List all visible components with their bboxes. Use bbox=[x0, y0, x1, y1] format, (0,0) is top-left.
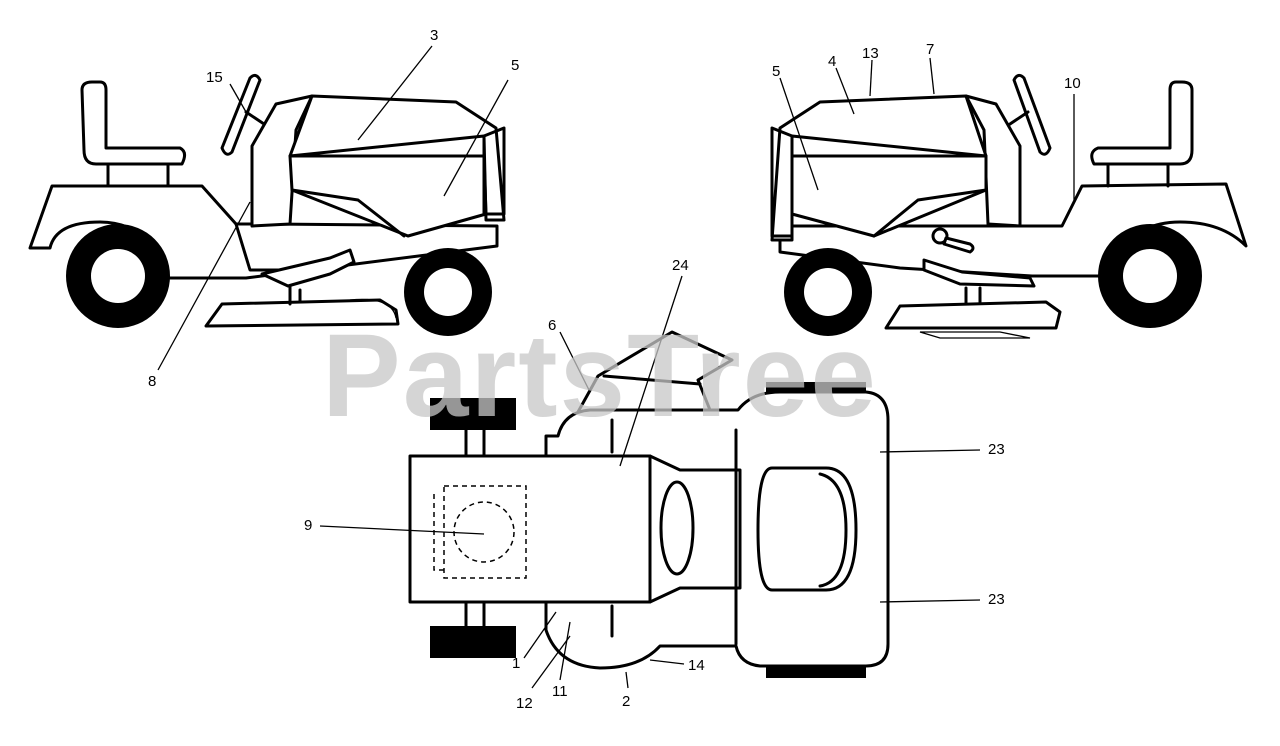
callout-12: 12 bbox=[516, 695, 533, 712]
callout-5-right: 5 bbox=[772, 63, 780, 80]
callout-15: 15 bbox=[206, 69, 223, 86]
top-hood-dome bbox=[756, 466, 858, 592]
callout-9: 9 bbox=[304, 517, 312, 534]
left-steering-wheel bbox=[220, 73, 262, 156]
left-side-tractor bbox=[28, 73, 506, 336]
callout-6: 6 bbox=[548, 317, 556, 334]
callout-14: 14 bbox=[688, 657, 705, 674]
callout-4: 4 bbox=[828, 53, 836, 70]
top-view-tractor bbox=[408, 330, 890, 678]
right-seat bbox=[1090, 80, 1194, 166]
partstree-watermark: PartsTree bbox=[322, 310, 878, 442]
top-rear-wheel-lower bbox=[430, 626, 516, 658]
top-rear-wheel-upper bbox=[430, 398, 516, 430]
leader-lines bbox=[157, 45, 1075, 689]
right-steering-wheel bbox=[1012, 73, 1052, 156]
callout-10: 10 bbox=[1064, 75, 1081, 92]
callout-labels: 3 5 15 8 5 4 13 7 10 24 6 9 23 23 1 12 1… bbox=[148, 27, 1081, 712]
callout-23-bottom: 23 bbox=[988, 591, 1005, 608]
callout-13: 13 bbox=[862, 45, 879, 62]
callout-8: 8 bbox=[148, 373, 156, 390]
callout-5-left: 5 bbox=[511, 57, 519, 74]
callout-3: 3 bbox=[430, 27, 438, 44]
callout-7: 7 bbox=[926, 41, 934, 58]
callout-23-top: 23 bbox=[988, 441, 1005, 458]
right-side-tractor bbox=[770, 73, 1248, 339]
callout-11: 11 bbox=[552, 683, 568, 700]
callout-2: 2 bbox=[622, 693, 630, 710]
right-mower-deck bbox=[884, 300, 1062, 330]
callout-24: 24 bbox=[672, 257, 689, 274]
left-seat bbox=[80, 80, 187, 166]
top-rear-body bbox=[408, 454, 652, 604]
callout-1: 1 bbox=[512, 655, 520, 672]
